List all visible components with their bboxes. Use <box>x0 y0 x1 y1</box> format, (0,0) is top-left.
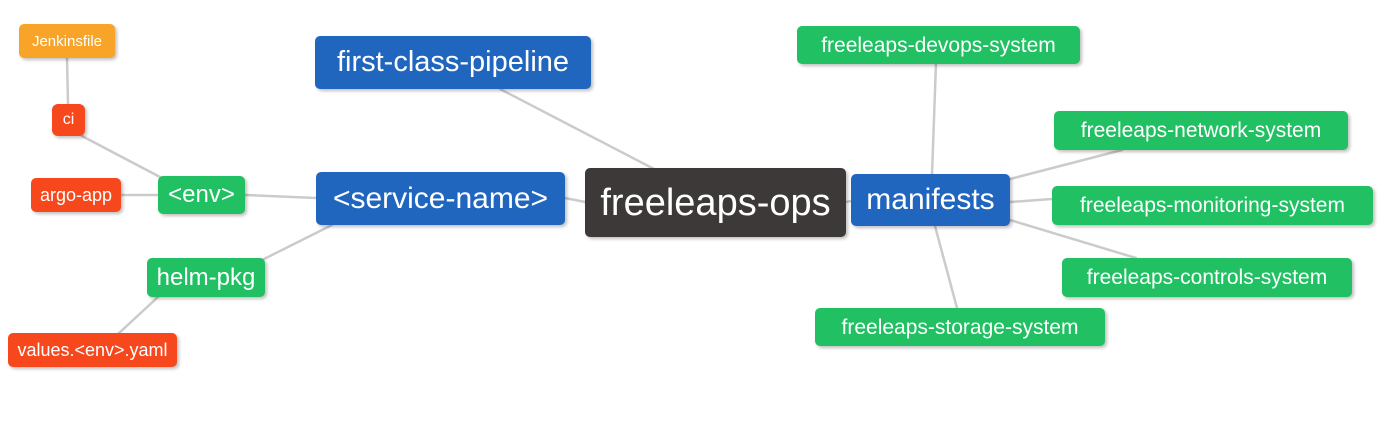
node-label: helm-pkg <box>156 263 256 291</box>
node-freeleaps-controls-system[interactable]: freeleaps-controls-system <box>1062 258 1352 297</box>
node-service-name[interactable]: <service-name> <box>316 172 565 225</box>
node-freeleaps-ops[interactable]: freeleaps-ops <box>585 168 846 237</box>
node-label: freeleaps-monitoring-system <box>1080 194 1345 217</box>
node-freeleaps-storage-system[interactable]: freeleaps-storage-system <box>815 308 1105 346</box>
edge-manifests-devops <box>930 61 938 176</box>
edge-manifests-storage <box>933 224 959 310</box>
node-label: freeleaps-network-system <box>1080 119 1322 142</box>
node-values-env-yaml[interactable]: values.<env>.yaml <box>8 333 177 367</box>
node-label: manifests <box>866 183 995 216</box>
node-label: argo-app <box>39 185 113 205</box>
edge-helmpkg-valuesyaml <box>116 295 160 336</box>
edge-manifests-monitoring <box>1008 197 1054 204</box>
edge-jenkinsfile-ci <box>65 56 70 106</box>
node-label: <service-name> <box>332 181 549 215</box>
node-label: values.<env>.yaml <box>17 340 168 360</box>
node-first-class-pipeline[interactable]: first-class-pipeline <box>315 36 591 89</box>
node-label: freeleaps-ops <box>600 181 831 224</box>
edge-ops-manifests <box>844 199 853 204</box>
node-label: Jenkinsfile <box>31 32 103 50</box>
node-argo-app[interactable]: argo-app <box>31 178 121 212</box>
node-helm-pkg[interactable]: helm-pkg <box>147 258 265 297</box>
node-ci[interactable]: ci <box>52 104 85 136</box>
node-freeleaps-network-system[interactable]: freeleaps-network-system <box>1054 111 1348 150</box>
edge-env-servicename <box>243 193 318 200</box>
node-label: <env> <box>168 181 235 208</box>
node-label: first-class-pipeline <box>336 46 570 78</box>
edge-manifests-controls <box>1008 218 1138 260</box>
node-label: freeleaps-devops-system <box>821 33 1056 57</box>
node-freeleaps-devops-system[interactable]: freeleaps-devops-system <box>797 26 1080 64</box>
node-label: freeleaps-controls-system <box>1086 266 1328 289</box>
node-manifests[interactable]: manifests <box>851 174 1010 226</box>
edge-pipeline-ops <box>498 87 658 172</box>
node-label: ci <box>62 111 75 128</box>
edge-manifests-network <box>1008 148 1124 181</box>
node-env[interactable]: <env> <box>158 176 245 214</box>
edge-ci-env <box>80 134 162 179</box>
node-label: freeleaps-storage-system <box>841 315 1079 339</box>
edge-servicename-helmpkg <box>260 223 334 262</box>
node-jenkinsfile[interactable]: Jenkinsfile <box>19 24 115 58</box>
edge-servicename-ops <box>563 196 587 204</box>
node-freeleaps-monitoring-system[interactable]: freeleaps-monitoring-system <box>1052 186 1373 225</box>
